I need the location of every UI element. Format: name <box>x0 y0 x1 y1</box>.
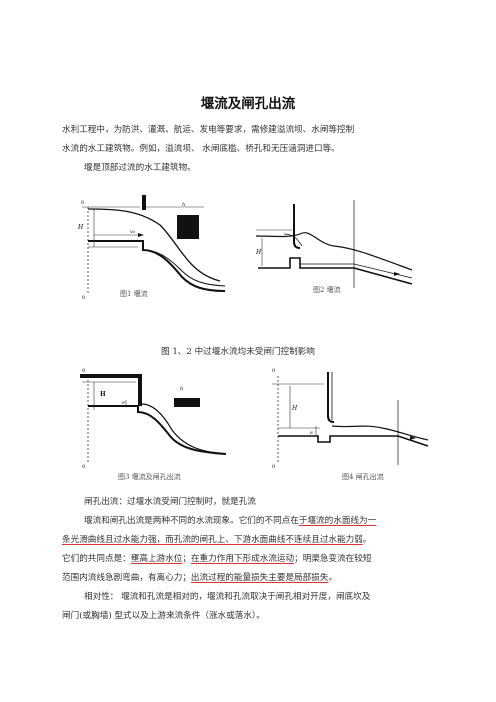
body-line-4d-underlined: 在重力作用下形成水流运动 <box>190 554 295 564</box>
figure-4-orifice-flow: 0 H e 0 <box>272 368 429 470</box>
body-line-4e: ；明渠急变流在较短 <box>294 554 372 564</box>
fig1-label-o-bottom: 0 <box>82 295 85 301</box>
fig4-label-e: e <box>310 430 313 436</box>
body-line-4c: ； <box>182 554 191 564</box>
intro-line-2: 水流的水工建筑物。例如，溢流坝、 水闸底槛、桥孔和无压涵洞进口等。 <box>62 144 340 154</box>
fig3-label-H: H <box>100 391 106 398</box>
figure-2-weir-flow: H <box>255 200 413 288</box>
figure-3-weir-and-orifice-flow: 0 b H e 0 <box>80 368 227 470</box>
body-line-4b-underlined: 壅高上游水位 <box>130 554 183 564</box>
fig1-label-o-top: 0 <box>81 200 84 206</box>
body-line-7: 闸门(或胸墙) 型式以及上游来流条件（涨水或落水）。 <box>62 611 265 621</box>
fig3-label-e: e <box>122 400 125 406</box>
figure-4-caption: 图4 闸孔出流 <box>342 473 384 481</box>
body-line-5: 范围内流线急剧弯曲，有离心力；出流过程的能量损失主要是局部损失。 <box>62 569 337 588</box>
fig4-label-o-bottom: 0 <box>272 464 275 470</box>
body-line-2b-underlined: 于堰流的水面线为一 <box>298 516 377 526</box>
figure-2-caption: 图2 堰流 <box>313 286 341 294</box>
intro-line-3: 堰是顶部过流的水工建筑物。 <box>84 163 196 173</box>
body-line-4: 它们的共同点是：壅高上游水位；在重力作用下形成水流运动；明渠急变流在较短 <box>62 550 371 569</box>
body-line-3b-underlined: 而孔流的闸孔上、下游水面曲线不连续且过水能力弱 <box>165 535 363 545</box>
figure-3-caption: 图3 堰流及闸孔出流 <box>118 473 181 481</box>
figure-1-caption: 图1 堰流 <box>120 290 148 298</box>
page-title: 堰流及闸孔出流 <box>200 96 296 112</box>
body-line-5b-underlined: 出流过程的能量损失主要是局部损失 <box>190 573 329 583</box>
body-line-3a-underlined: 条光滑曲线且过水能力强， <box>62 535 166 545</box>
body-line-6: 相对性： 堰流和孔流是相对的，堰流和孔流取决于闸孔相对开度，闸底坎及 <box>84 592 371 602</box>
intro-line-1: 水利工程中，为防洪、灌溉、航运、发电等要求，需修建溢流坝、水闸等控制 <box>62 125 355 135</box>
fig1-label-v0: v₀ <box>130 229 135 235</box>
fig4-label-H: H <box>291 405 298 412</box>
fig1-label-h: h <box>182 202 185 208</box>
fig4-label-o-top: 0 <box>272 368 275 374</box>
fig3-label-o-top: 0 <box>82 368 85 374</box>
body-line-4a: 它们的共同点是： <box>62 554 131 564</box>
body-line-5a: 范围内流线急剧弯曲，有离心力； <box>62 573 191 583</box>
body-line-5c: 。 <box>328 573 338 583</box>
fig2-label-H: H <box>255 249 262 256</box>
body-line-2: 堰流和闸孔出流是两种不同的水流现象。它们的不同点在于堰流的水面线为一 <box>84 512 376 531</box>
fig3-label-o-bottom: 0 <box>82 464 85 470</box>
fig1-label-H: H <box>77 224 84 231</box>
body-line-1: 闸孔出流：过堰水流受闸门控制时，就是孔流 <box>84 497 256 507</box>
body-line-3c: 。 <box>362 535 372 545</box>
mid-caption: 图 1、2 中过堰水流均未受闸门控制影响 <box>161 347 315 357</box>
figure-1-weir-flow: 0 H h v₀ 0 <box>77 195 226 301</box>
fig3-label-b: b <box>180 386 183 392</box>
body-line-3: 条光滑曲线且过水能力强，而孔流的闸孔上、下游水面曲线不连续且过水能力弱。 <box>62 531 371 550</box>
body-line-2a: 堰流和闸孔出流是两种不同的水流现象。它们的不同点在 <box>84 516 299 526</box>
